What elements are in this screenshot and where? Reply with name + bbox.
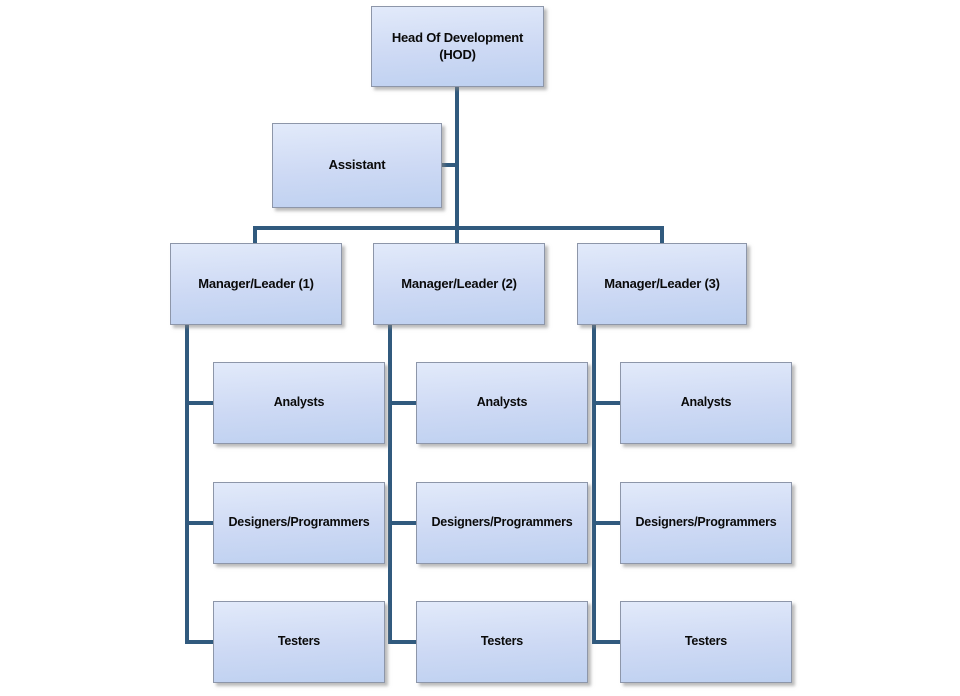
column-1-testers-stub <box>185 640 213 644</box>
node-manager-leader-3: Manager/Leader (3) <box>577 243 747 325</box>
column-3-designers-stub <box>592 521 620 525</box>
column-1-vertical-line <box>185 325 189 644</box>
node-analysts-1: Analysts <box>213 362 385 444</box>
column-1-designers-stub <box>185 521 213 525</box>
node-manager-leader-2: Manager/Leader (2) <box>373 243 545 325</box>
column-2-testers-stub <box>388 640 416 644</box>
column-2-vertical-line <box>388 325 392 644</box>
column-3-vertical-line <box>592 325 596 644</box>
column-2-designers-stub <box>388 521 416 525</box>
node-head-of-development: Head Of Development (HOD) <box>371 6 544 87</box>
node-designers-programmers-3: Designers/Programmers <box>620 482 792 564</box>
node-testers-1: Testers <box>213 601 385 683</box>
node-designers-programmers-1: Designers/Programmers <box>213 482 385 564</box>
manager-2-drop-line <box>455 230 459 243</box>
node-manager-leader-1: Manager/Leader (1) <box>170 243 342 325</box>
managers-horizontal-line <box>253 226 664 230</box>
node-analysts-3: Analysts <box>620 362 792 444</box>
manager-3-drop-line <box>660 230 664 243</box>
node-testers-3: Testers <box>620 601 792 683</box>
node-testers-2: Testers <box>416 601 588 683</box>
assistant-connector-line <box>441 163 457 167</box>
node-assistant: Assistant <box>272 123 442 208</box>
hod-trunk-line <box>455 87 459 230</box>
column-1-analysts-stub <box>185 401 213 405</box>
node-analysts-2: Analysts <box>416 362 588 444</box>
column-2-analysts-stub <box>388 401 416 405</box>
column-3-analysts-stub <box>592 401 620 405</box>
node-designers-programmers-2: Designers/Programmers <box>416 482 588 564</box>
column-3-testers-stub <box>592 640 620 644</box>
manager-1-drop-line <box>253 230 257 243</box>
